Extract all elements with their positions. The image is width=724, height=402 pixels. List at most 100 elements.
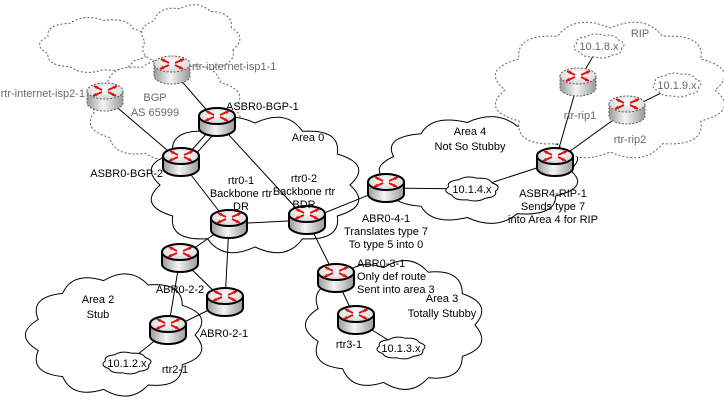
router-top <box>608 95 646 113</box>
router-label-abr022: ABR0-2-2 <box>156 284 204 296</box>
router-label-rtr02: Backbone rtr <box>273 186 336 198</box>
router-label-rtr01: Backbone rtr <box>210 188 273 200</box>
network-net-10-1-4: 10.1.4.x <box>445 176 499 202</box>
router-bgp2[interactable] <box>162 147 200 177</box>
router-label-rtr01: DR <box>233 201 249 213</box>
router-label-rip1: rtr-rip1 <box>564 110 596 122</box>
router-arrows-icon <box>92 85 118 97</box>
router-abr031[interactable] <box>317 263 355 293</box>
network-label: 10.1.9.x <box>657 80 697 92</box>
network-label: 10.1.3.x <box>381 343 421 355</box>
router-rtr21[interactable] <box>149 315 187 345</box>
router-top <box>559 67 597 85</box>
router-label-rtr31: rtr3-1 <box>336 339 362 351</box>
network-net-10-1-8: 10.1.8.x <box>573 33 625 59</box>
router-arrows-icon <box>614 98 640 110</box>
area-label-bgp: BGP <box>143 92 166 104</box>
router-isp1[interactable] <box>153 55 191 85</box>
router-abr041[interactable] <box>367 173 405 203</box>
router-top <box>337 305 375 323</box>
areas-layer <box>24 4 724 397</box>
area-area3 <box>304 260 483 390</box>
router-top <box>86 82 124 100</box>
router-arrows-icon <box>323 266 349 278</box>
router-top <box>149 315 187 333</box>
area-label-area3: Area 3 <box>426 293 458 305</box>
area-cloud-bgp <box>39 17 149 73</box>
network-cloud <box>573 33 625 59</box>
network-net-10-1-3: 10.1.3.x <box>376 336 426 360</box>
router-rip2[interactable] <box>608 95 646 125</box>
router-arrows-icon <box>216 212 242 224</box>
link-bgp1-rtr02 <box>216 121 308 221</box>
router-label-rtr02: BDR <box>292 199 315 211</box>
router-rtr02[interactable] <box>288 205 326 235</box>
router-top <box>162 147 200 165</box>
router-arrows-icon <box>168 150 194 162</box>
router-label-rtr01: rtr0-1 <box>228 175 254 187</box>
router-arrows-icon <box>565 70 591 82</box>
area-label-area2: Stub <box>87 309 110 321</box>
router-label-abr041: Translates type 7 <box>344 226 428 238</box>
router-abr021[interactable] <box>206 287 244 317</box>
network-label: 10.1.4.x <box>452 184 492 196</box>
router-arrows-icon <box>155 318 181 330</box>
area-label-bgp: AS 65999 <box>131 107 179 119</box>
router-label-isp2: rtr-internet-isp2-1 <box>1 88 85 100</box>
router-label-abr031: Sent into area 3 <box>357 284 435 296</box>
area-cloud-rip <box>494 21 724 159</box>
router-arrows-icon <box>159 58 185 70</box>
network-label: 10.1.2.x <box>107 358 147 370</box>
area-label-area0: Area 0 <box>292 132 324 144</box>
router-top <box>153 55 191 73</box>
router-arrows-icon <box>204 110 230 122</box>
network-cloud <box>102 351 152 375</box>
area-cloud-area3 <box>304 260 483 390</box>
router-top <box>367 173 405 191</box>
router-label-abr031: Only def route <box>357 271 426 283</box>
router-rtr01[interactable] <box>210 209 248 239</box>
router-arrows-icon <box>343 308 369 320</box>
router-arrows-icon <box>542 150 568 162</box>
router-label-rtr21: rtr2-1 <box>162 364 188 376</box>
router-label-asbr4: ASBR4-RIP-1 <box>519 188 587 200</box>
router-rtr31[interactable] <box>337 305 375 335</box>
router-rip1[interactable] <box>559 67 597 97</box>
router-asbr4[interactable] <box>536 147 574 177</box>
routers-layer <box>86 55 646 345</box>
router-label-asbr4: into Area 4 for RIP <box>508 214 598 226</box>
router-bgp1[interactable] <box>198 107 236 137</box>
router-top <box>161 243 199 261</box>
network-net-10-1-2: 10.1.2.x <box>102 351 152 375</box>
router-abr022[interactable] <box>161 243 199 273</box>
area-label-rip: RIP <box>631 28 649 40</box>
router-label-abr031: ABR0-3-1 <box>357 258 405 270</box>
router-label-asbr4: Sends type 7 <box>521 201 585 213</box>
area-label-area4: Not So Stubby <box>435 141 506 153</box>
network-cloud <box>445 176 499 202</box>
router-arrows-icon <box>373 176 399 188</box>
router-arrows-icon <box>294 208 320 220</box>
router-label-abr021: ABR0-2-1 <box>200 328 248 340</box>
area-area2 <box>24 273 203 397</box>
area-cloud-area2 <box>24 273 203 397</box>
router-label-rip2: rtr-rip2 <box>614 134 646 146</box>
router-label-bgp1: ASBR0-BGP-1 <box>226 101 299 113</box>
router-label-abr041: ABR0-4-1 <box>362 213 410 225</box>
router-isp2[interactable] <box>86 82 124 112</box>
router-arrows-icon <box>212 290 238 302</box>
router-label-rtr02: rtr0-2 <box>291 173 317 185</box>
router-arrows-icon <box>167 246 193 258</box>
area-label-area2: Area 2 <box>82 294 114 306</box>
area-label-area4: Area 4 <box>454 126 486 138</box>
network-cloud <box>652 72 702 98</box>
router-top <box>317 263 355 281</box>
area-label-area3: Totally Stubby <box>408 308 477 320</box>
router-top <box>536 147 574 165</box>
router-label-isp1: rtr-internet-isp1-1 <box>192 61 276 73</box>
network-cloud <box>376 336 426 360</box>
area-cloud-area0 <box>150 116 360 254</box>
network-label: 10.1.8.x <box>579 41 619 53</box>
